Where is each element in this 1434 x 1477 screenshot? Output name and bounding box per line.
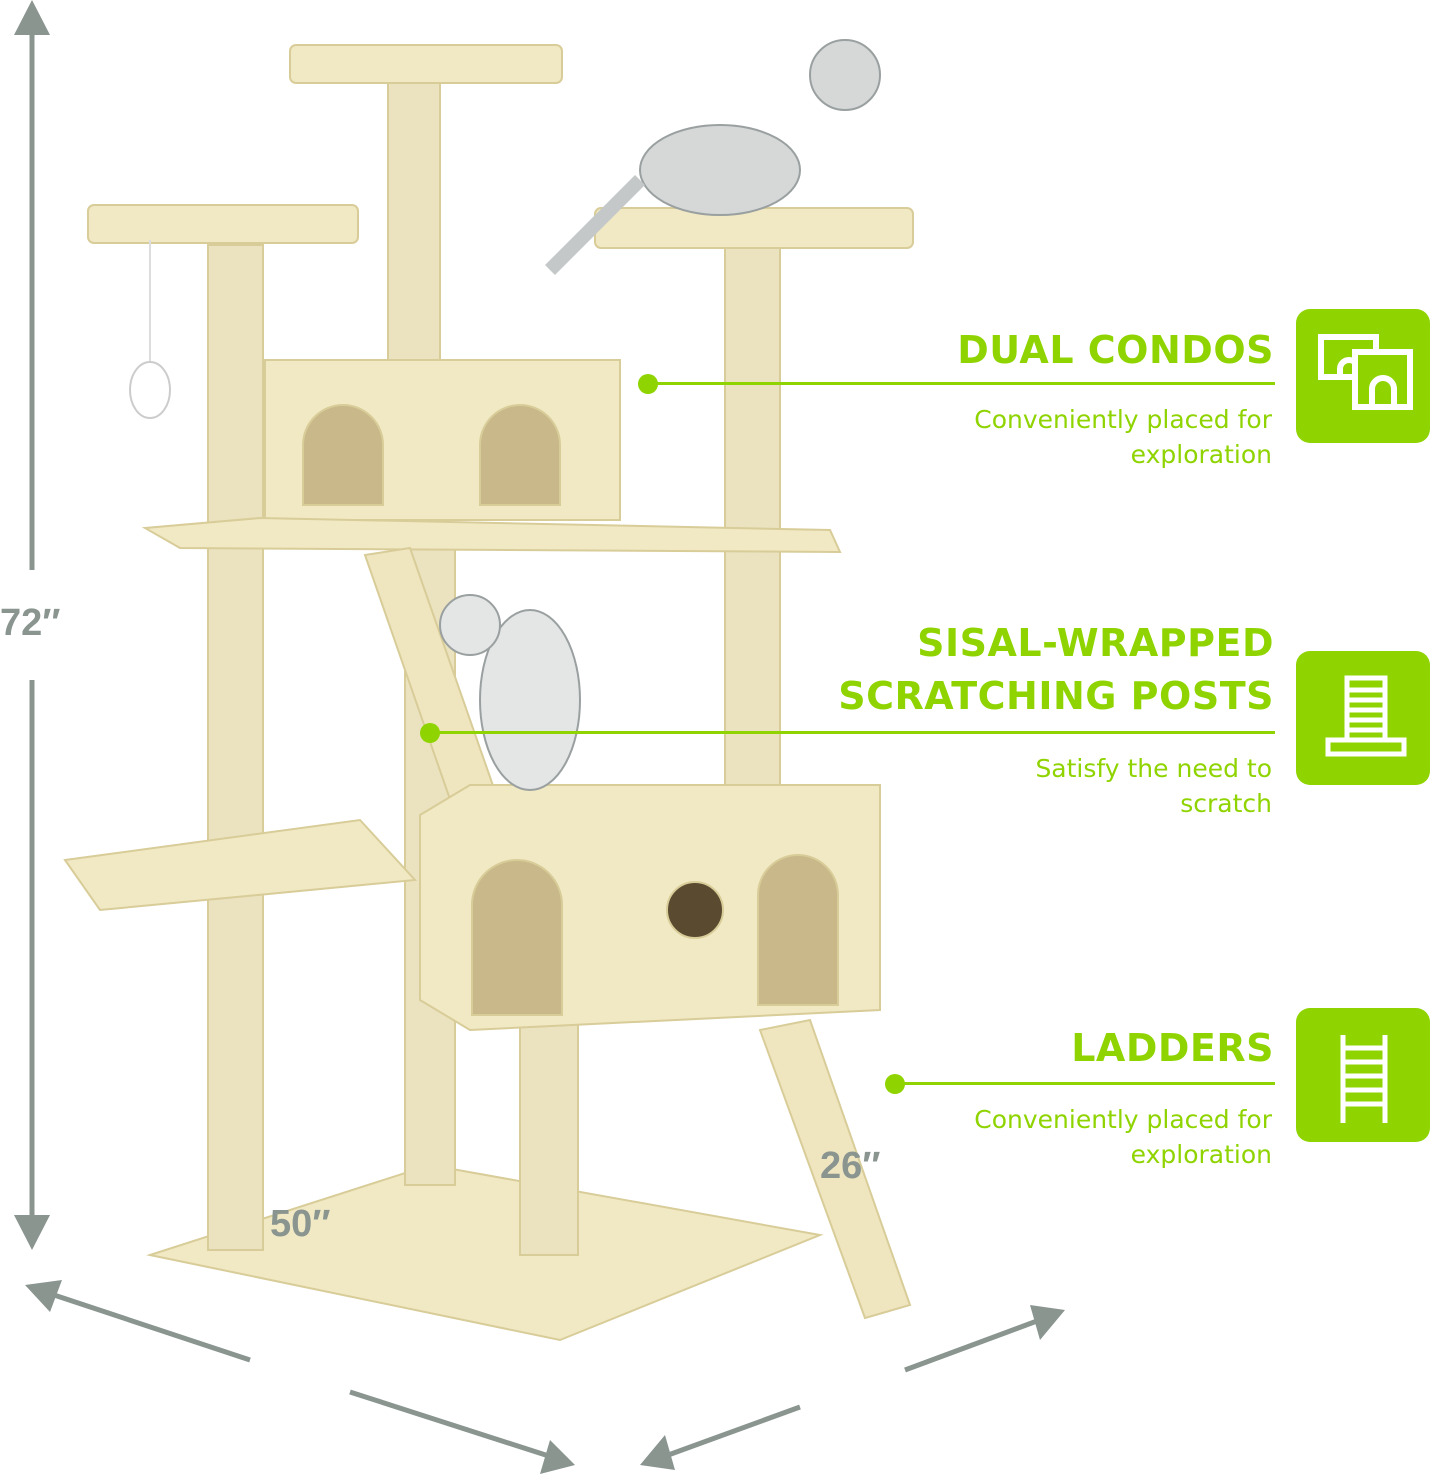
scratching-post-icon — [1296, 651, 1430, 785]
sisal-post — [387, 59, 441, 371]
toy-mouse — [129, 240, 171, 419]
subtitle-line: exploration — [1130, 440, 1272, 469]
feature-title: DUAL CONDOS — [957, 328, 1274, 372]
sisal-post — [519, 1019, 579, 1256]
height-label: 72″ — [0, 602, 61, 644]
callout-line — [895, 1082, 1275, 1085]
width-arrow — [25, 1280, 575, 1474]
feature-subtitle: Conveniently placed for exploration — [892, 1102, 1272, 1172]
width-label: 50″ — [270, 1203, 331, 1245]
feature-subtitle: Conveniently placed for exploration — [892, 402, 1272, 472]
perch — [594, 207, 914, 249]
subtitle-line: scratch — [1180, 789, 1272, 818]
ladder-icon — [1296, 1008, 1430, 1142]
feature-title: LADDERS — [1071, 1026, 1274, 1070]
subtitle-line: Conveniently placed for — [974, 405, 1272, 434]
condo-icon — [1296, 309, 1430, 443]
feature-subtitle: Satisfy the need to scratch — [892, 751, 1272, 821]
side-platform — [63, 818, 418, 912]
height-arrow — [14, 0, 50, 1250]
lower-ladder — [758, 1018, 912, 1320]
subtitle-line: Satisfy the need to — [1035, 754, 1272, 783]
cat-tree — [63, 39, 914, 1342]
lower-condo — [419, 784, 881, 1032]
middle-platform — [141, 516, 842, 554]
perch — [87, 204, 359, 244]
cat-middle — [439, 594, 581, 791]
callout-line — [430, 731, 1275, 734]
sisal-post — [724, 229, 781, 821]
sisal-post — [207, 244, 264, 1251]
feature-title: SISAL-WRAPPED — [917, 621, 1274, 665]
subtitle-line: exploration — [1130, 1140, 1272, 1169]
base-platform — [146, 1163, 824, 1342]
subtitle-line: Conveniently placed for — [974, 1105, 1272, 1134]
callout-line — [648, 382, 1275, 385]
depth-arrow — [640, 1305, 1065, 1470]
feature-title: SCRATCHING POSTS — [838, 674, 1274, 718]
upper-condo — [264, 359, 621, 521]
depth-label: 26″ — [820, 1145, 881, 1187]
cat-top — [545, 39, 881, 275]
perch — [289, 44, 563, 84]
